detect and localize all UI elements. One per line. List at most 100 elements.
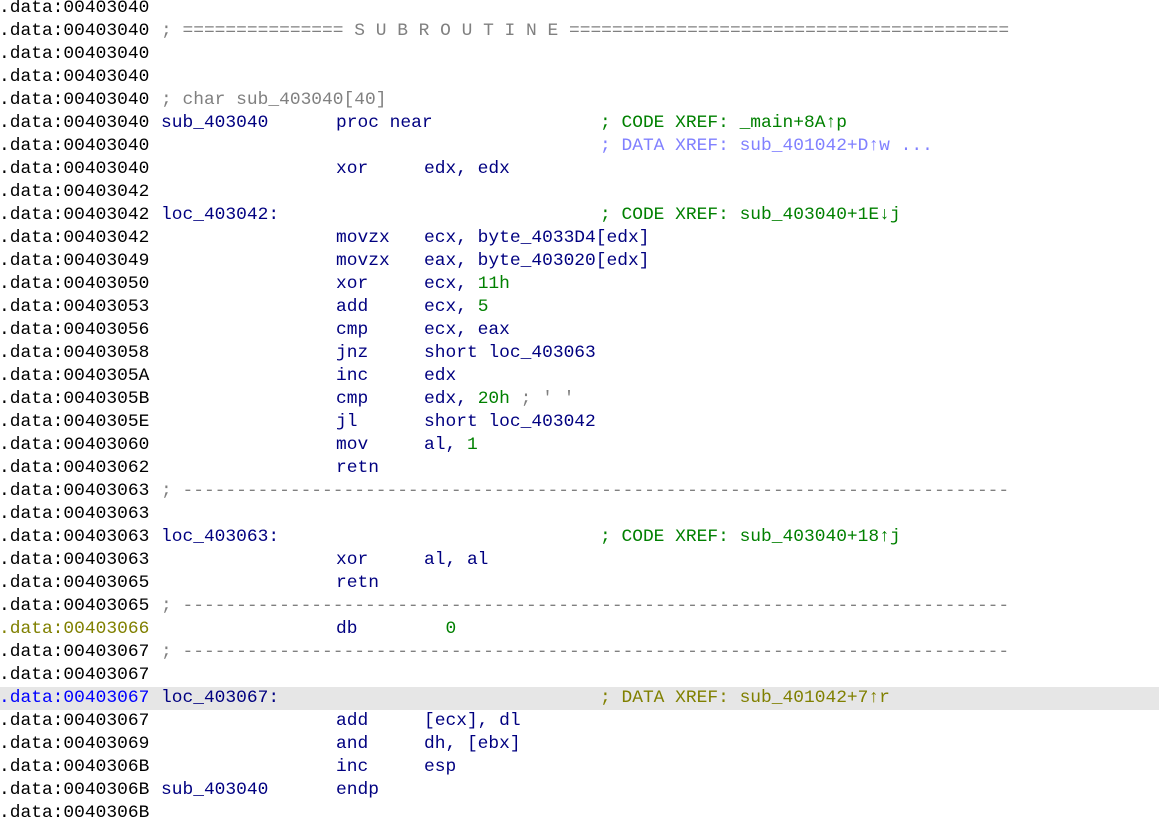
listing-line[interactable]: .data:00403062 retn (0, 457, 1159, 480)
listing-line[interactable]: .data:00403063 (0, 503, 1159, 526)
instruction-mnemonic[interactable]: inc (336, 366, 369, 386)
listing-line[interactable]: .data:00403058 jnz short loc_403063 (0, 342, 1159, 365)
code-label[interactable]: loc_403067: (161, 688, 280, 708)
address[interactable]: .data:00403063 (0, 527, 150, 547)
instruction-operands[interactable]: edx (424, 365, 456, 388)
listing-line[interactable]: .data:0040305E jl short loc_403042 (0, 411, 1159, 434)
listing-line[interactable]: .data:00403063; ------------------------… (0, 480, 1159, 503)
listing-line[interactable]: .data:00403040; char sub_403040[40] (0, 89, 1159, 112)
instruction-operands[interactable]: ecx, 5 (424, 296, 488, 319)
listing-line[interactable]: .data:00403053 add ecx, 5 (0, 296, 1159, 319)
address[interactable]: .data:0040306B (0, 803, 150, 823)
xref-comment[interactable]: ; DATA XREF: sub_401042+D↑w ... (600, 136, 933, 156)
instruction-operands[interactable]: ecx, 11h (424, 273, 510, 296)
address[interactable]: .data:00403069 (0, 734, 150, 754)
address[interactable]: .data:00403065 (0, 573, 150, 593)
address[interactable]: .data:00403040 (0, 136, 150, 156)
instruction-operands[interactable]: edx, 20h ; ' ' (424, 388, 574, 411)
listing-line[interactable]: .data:00403042 loc_403042: ; CODE XREF: su… (0, 204, 1159, 227)
instruction-mnemonic[interactable]: retn (336, 573, 379, 593)
instruction-mnemonic[interactable]: retn (336, 458, 379, 478)
address[interactable]: .data:0040305A (0, 366, 150, 386)
instruction-mnemonic[interactable]: proc near (336, 113, 433, 133)
instruction-operands[interactable]: short loc_403042 (424, 411, 596, 434)
address[interactable]: .data:00403067 (0, 642, 150, 662)
instruction-operands[interactable]: ecx, byte_4033D4[edx] (424, 227, 649, 250)
listing-line[interactable]: .data:0040305A inc edx (0, 365, 1159, 388)
address[interactable]: .data:00403065 (0, 596, 150, 616)
code-label[interactable]: loc_403063: (161, 527, 280, 547)
listing-line[interactable]: .data:00403050 xor ecx, 11h (0, 273, 1159, 296)
address[interactable]: .data:00403040 (0, 159, 150, 179)
instruction-operands[interactable]: esp (424, 756, 456, 779)
address[interactable]: .data:00403040 (0, 113, 150, 133)
instruction-mnemonic[interactable]: mov (336, 435, 369, 455)
instruction-mnemonic[interactable]: xor (336, 274, 369, 294)
listing-line[interactable]: .data:0040306B (0, 802, 1159, 825)
address[interactable]: .data:00403042 (0, 205, 150, 225)
address[interactable]: .data:0040306B (0, 780, 150, 800)
address[interactable]: .data:00403040 (0, 0, 150, 18)
instruction-operands[interactable]: eax, byte_403020[edx] (424, 250, 649, 273)
address[interactable]: .data:00403063 (0, 550, 150, 570)
address[interactable]: .data:00403050 (0, 274, 150, 294)
address[interactable]: .data:00403040 (0, 67, 150, 87)
listing-line[interactable]: .data:00403069 and dh, [ebx] (0, 733, 1159, 756)
address[interactable]: .data:00403058 (0, 343, 150, 363)
address[interactable]: .data:00403040 (0, 90, 150, 110)
address[interactable]: .data:00403056 (0, 320, 150, 340)
instruction-mnemonic[interactable]: xor (336, 550, 369, 570)
address[interactable]: .data:0040306B (0, 757, 150, 777)
listing-line[interactable]: .data:00403067 (0, 664, 1159, 687)
listing-line[interactable]: .data:00403040 (0, 43, 1159, 66)
address[interactable]: .data:0040305B (0, 389, 150, 409)
code-label[interactable]: loc_403042: (161, 205, 280, 225)
instruction-mnemonic[interactable]: inc (336, 757, 369, 777)
instruction-operands[interactable]: al, al (424, 549, 488, 572)
xref-comment[interactable]: ; CODE XREF: sub_403040+18↑j (600, 527, 901, 547)
xref-comment[interactable]: ; CODE XREF: sub_403040+1E↓j (600, 205, 901, 225)
code-label[interactable]: sub_403040 (161, 113, 269, 133)
listing-line[interactable]: .data:00403040 (0, 66, 1159, 89)
instruction-mnemonic[interactable]: add (336, 297, 369, 317)
instruction-mnemonic[interactable]: cmp (336, 320, 369, 340)
listing-line[interactable]: .data:00403063 xor al, al (0, 549, 1159, 572)
instruction-mnemonic[interactable]: jnz (336, 343, 369, 363)
instruction-operands[interactable]: ecx, eax (424, 319, 510, 342)
address[interactable]: .data:00403060 (0, 435, 150, 455)
listing-line[interactable]: .data:00403065; ------------------------… (0, 595, 1159, 618)
instruction-operands[interactable]: short loc_403063 (424, 342, 596, 365)
instruction-mnemonic[interactable]: endp (336, 780, 379, 800)
listing-line[interactable]: .data:0040306B inc esp (0, 756, 1159, 779)
address[interactable]: .data:00403063 (0, 481, 150, 501)
instruction-mnemonic[interactable]: cmp (336, 389, 369, 409)
address[interactable]: .data:00403063 (0, 504, 150, 524)
instruction-mnemonic[interactable]: jl (336, 412, 358, 432)
listing-line[interactable]: .data:00403067; ------------------------… (0, 641, 1159, 664)
listing-line[interactable]: .data:00403040; =============== S U B R … (0, 20, 1159, 43)
instruction-mnemonic[interactable]: add (336, 711, 369, 731)
instruction-operands[interactable]: dh, [ebx] (424, 733, 521, 756)
address[interactable]: .data:00403040 (0, 21, 150, 41)
address[interactable]: .data:0040305E (0, 412, 150, 432)
instruction-mnemonic[interactable]: and (336, 734, 369, 754)
instruction-operands[interactable]: [ecx], dl (424, 710, 521, 733)
address[interactable]: .data:00403067 (0, 711, 150, 731)
address[interactable]: .data:00403066 (0, 619, 150, 639)
listing-line[interactable]: .data:00403067 add [ecx], dl (0, 710, 1159, 733)
address[interactable]: .data:00403067 (0, 688, 150, 708)
address[interactable]: .data:00403053 (0, 297, 150, 317)
address[interactable]: .data:00403062 (0, 458, 150, 478)
listing-line[interactable]: .data:0040305B cmp edx, 20h ; ' ' (0, 388, 1159, 411)
instruction-mnemonic[interactable]: movzx (336, 228, 390, 248)
instruction-mnemonic[interactable]: xor (336, 159, 369, 179)
address[interactable]: .data:00403067 (0, 665, 150, 685)
